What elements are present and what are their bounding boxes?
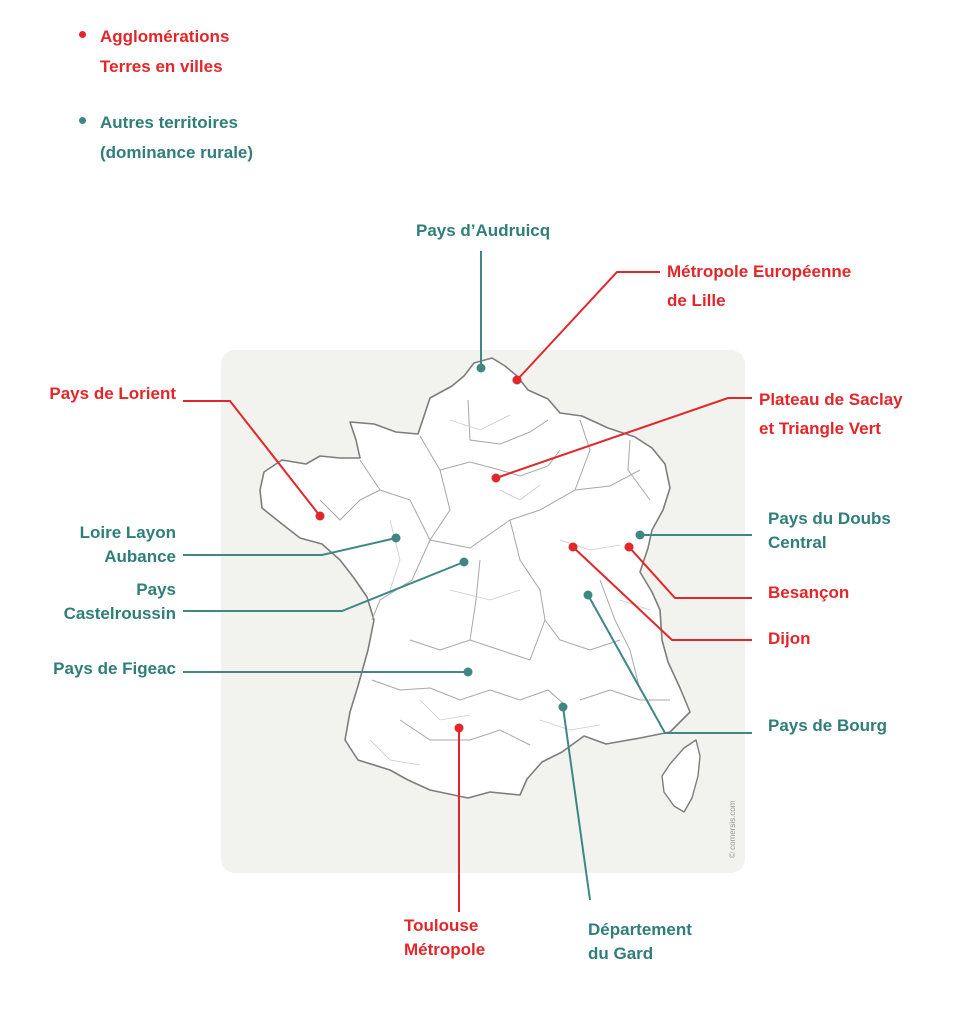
- legend-item-urban: Agglomérations Terres en villes: [76, 22, 253, 82]
- marker-gard[interactable]: [558, 702, 568, 712]
- label-dijon[interactable]: Dijon: [768, 629, 811, 648]
- legend-dot-urban-icon: [79, 31, 86, 38]
- map-credit: © comersis.com: [728, 800, 737, 858]
- commune-borders: [369, 414, 651, 766]
- leader-line-loire-layon: [183, 537, 397, 556]
- leader-line-bourg: [587, 594, 752, 734]
- leader-line-besancon: [628, 546, 752, 599]
- marker-loire-layon[interactable]: [391, 533, 401, 543]
- label-besancon[interactable]: Besançon: [768, 583, 850, 602]
- label-gard[interactable]: Département du Gard: [588, 920, 692, 963]
- leader-line-gard: [562, 706, 591, 901]
- marker-dijon[interactable]: [568, 542, 578, 552]
- label-saclay[interactable]: Plateau de Saclay et Triangle Vert: [759, 390, 903, 438]
- legend-label-rural-2: (dominance rurale): [100, 143, 254, 162]
- legend-label-urban-1: Agglomérations: [100, 27, 230, 46]
- leader-line-lorient: [183, 400, 321, 517]
- leader-line-lille: [516, 271, 660, 381]
- marker-lorient[interactable]: [315, 511, 325, 521]
- label-loire-layon[interactable]: Loire Layon Aubance: [79, 523, 176, 566]
- label-castelroussin[interactable]: Pays Castelroussin: [63, 580, 176, 623]
- label-bourg[interactable]: Pays de Bourg: [768, 716, 888, 735]
- marker-castelroussin[interactable]: [459, 557, 469, 567]
- legend-item-rural: Autres territoires (dominance rurale): [76, 108, 253, 168]
- marker-toulouse[interactable]: [454, 723, 464, 733]
- label-figeac[interactable]: Pays de Figeac: [53, 659, 176, 678]
- department-borders: [319, 399, 670, 746]
- marker-lille[interactable]: [512, 375, 522, 385]
- legend: Agglomérations Terres en villes Autres t…: [76, 22, 253, 194]
- legend-label-rural-1: Autres territoires: [100, 113, 238, 132]
- label-toulouse[interactable]: Toulouse Métropole: [404, 916, 486, 959]
- legend-dot-rural-icon: [79, 117, 86, 124]
- france-outline: [259, 357, 691, 799]
- label-lille[interactable]: Métropole Européenne de Lille: [667, 262, 852, 310]
- corsica-outline: [661, 739, 701, 813]
- legend-label-urban-2: Terres en villes: [100, 57, 223, 76]
- marker-figeac[interactable]: [463, 667, 473, 677]
- marker-bourg[interactable]: [583, 590, 593, 600]
- marker-doubs-central[interactable]: [635, 530, 645, 540]
- label-doubs-central[interactable]: Pays du Doubs Central: [768, 509, 891, 552]
- leader-line-dijon: [572, 546, 752, 641]
- leader-line-castelroussin: [183, 561, 465, 612]
- label-audruicq[interactable]: Pays d’Audruicq: [416, 221, 551, 240]
- marker-besancon[interactable]: [624, 542, 634, 552]
- leader-line-saclay: [495, 397, 752, 479]
- marker-audruicq[interactable]: [476, 363, 486, 373]
- marker-saclay[interactable]: [491, 473, 501, 483]
- label-lorient[interactable]: Pays de Lorient: [49, 384, 176, 403]
